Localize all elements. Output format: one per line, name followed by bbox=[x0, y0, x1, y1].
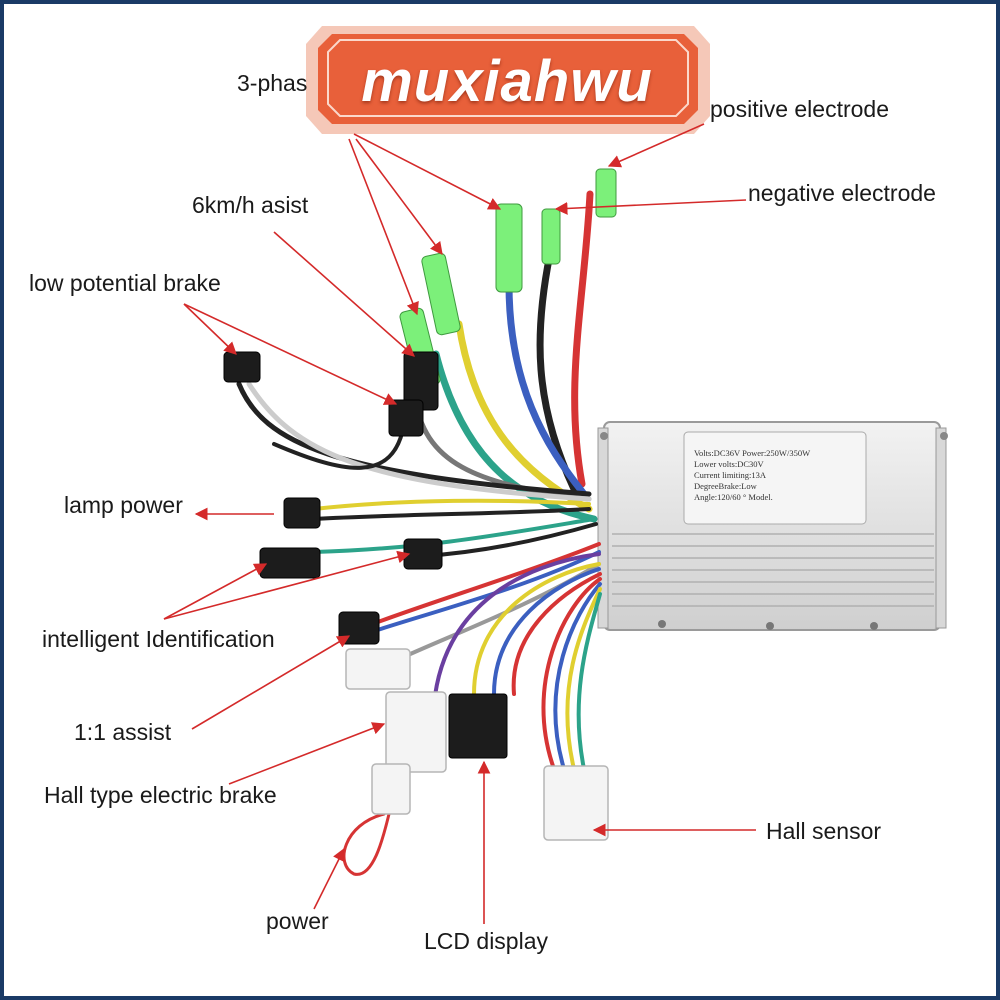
phase-connectors bbox=[399, 168, 617, 389]
label-low-potential-brake: low potential brake bbox=[29, 270, 221, 296]
label-6kmh-assist: 6km/h asist bbox=[192, 192, 309, 218]
watermark-badge bbox=[306, 26, 710, 134]
label-three-phase: 3-phas bbox=[237, 70, 308, 96]
spec-line: Angle:120/60 ° Model. bbox=[694, 492, 773, 502]
spec-line: DegreeBrake:Low bbox=[694, 481, 757, 491]
controller-box bbox=[597, 421, 948, 631]
spec-plate: Volts:DC36V Power:250W/350W Lower volts:… bbox=[684, 432, 866, 524]
watermark-text: muxiahwu bbox=[361, 49, 653, 114]
label-lcd-display: LCD display bbox=[424, 928, 548, 954]
label-lamp-power: lamp power bbox=[64, 492, 183, 518]
controller-diagram bbox=[163, 26, 948, 924]
spec-line: Current limiting:13A bbox=[694, 470, 767, 480]
label-intelligent-identification: intelligent Identification bbox=[42, 626, 275, 652]
wire-bundle bbox=[236, 190, 602, 876]
white-connectors bbox=[345, 648, 609, 841]
annotation-arrows bbox=[163, 123, 756, 924]
label-hall-electric-brake: Hall type electric brake bbox=[44, 782, 277, 808]
label-positive-electrode: positive electrode bbox=[710, 96, 889, 122]
image-frame: muxiahwu Volts:DC36V Power:250W/350W Low… bbox=[4, 4, 996, 996]
label-power: power bbox=[266, 908, 329, 934]
label-hall-sensor: Hall sensor bbox=[766, 818, 882, 844]
spec-line: Volts:DC36V Power:250W/350W bbox=[694, 448, 811, 458]
label-negative-electrode: negative electrode bbox=[748, 180, 936, 206]
black-connectors bbox=[223, 351, 508, 759]
label-1-1-assist: 1:1 assist bbox=[74, 719, 172, 745]
watermark: muxiahwu bbox=[310, 26, 704, 136]
spec-line: Lower volts:DC30V bbox=[694, 459, 764, 469]
